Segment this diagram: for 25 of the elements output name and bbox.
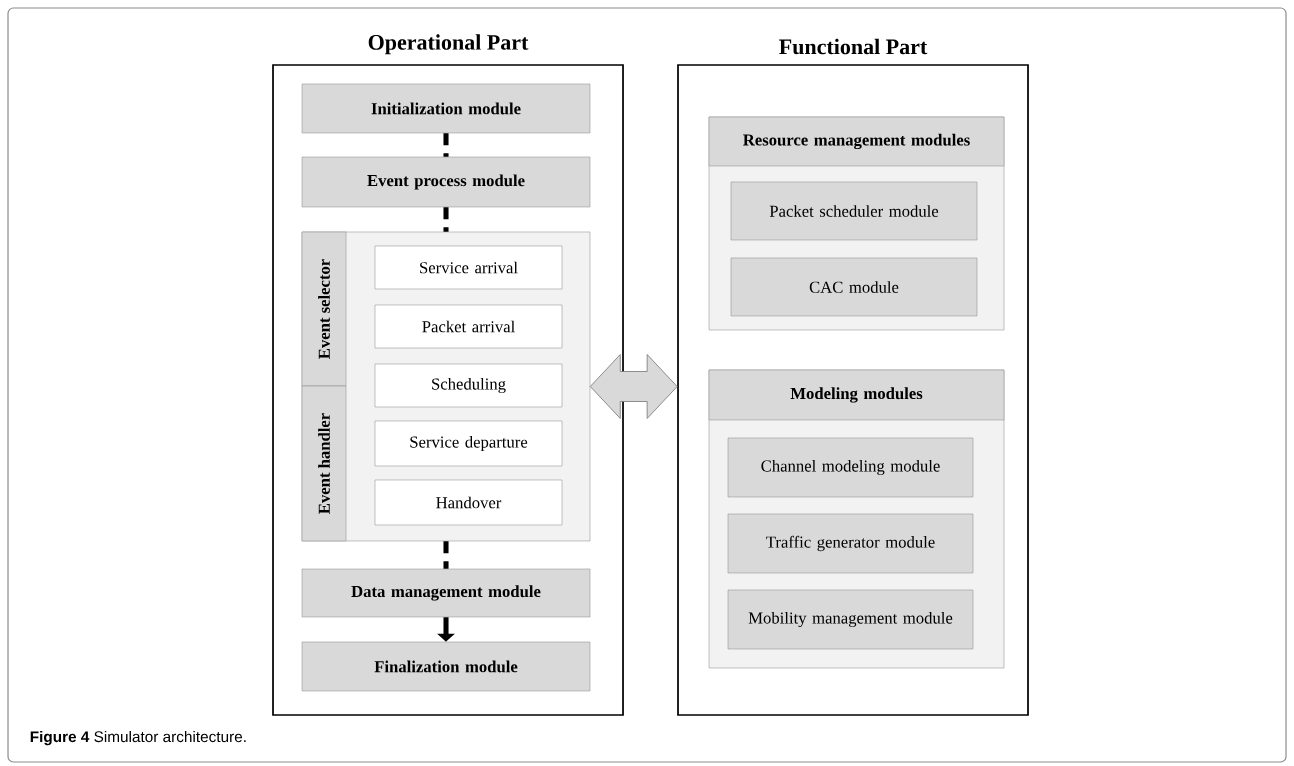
module-box: Event process module: [301, 156, 591, 208]
event-box: Service arrival: [374, 245, 563, 290]
event-box: Service departure: [374, 420, 563, 467]
double-arrow: [589, 354, 678, 419]
group-header: Resource management modules: [708, 116, 1005, 167]
module-box: Initialization module: [301, 83, 591, 134]
part-heading: Functional Part: [779, 38, 928, 55]
connector: [443, 207, 449, 232]
figure-caption: Figure 4 Simulator architecture.: [30, 730, 246, 746]
part-heading: Operational Part: [368, 34, 529, 55]
module-box: Packet scheduler module: [730, 181, 978, 241]
module-box: Mobility management module: [727, 589, 974, 650]
module-box: Data management module: [301, 568, 591, 618]
module-box: Finalization module: [301, 641, 591, 692]
connector: [443, 541, 449, 569]
event-box: Packet arrival: [374, 304, 563, 349]
side-label: Event handler: [301, 385, 347, 542]
side-label: Event selector: [301, 231, 347, 387]
event-box: Scheduling: [374, 363, 563, 408]
event-box: Handover: [374, 479, 563, 526]
module-box: CAC module: [730, 257, 978, 317]
module-box: Traffic generator module: [727, 513, 974, 574]
module-box: Channel modeling module: [727, 437, 974, 498]
group-header: Modeling modules: [708, 369, 1005, 421]
connector: [443, 133, 449, 157]
